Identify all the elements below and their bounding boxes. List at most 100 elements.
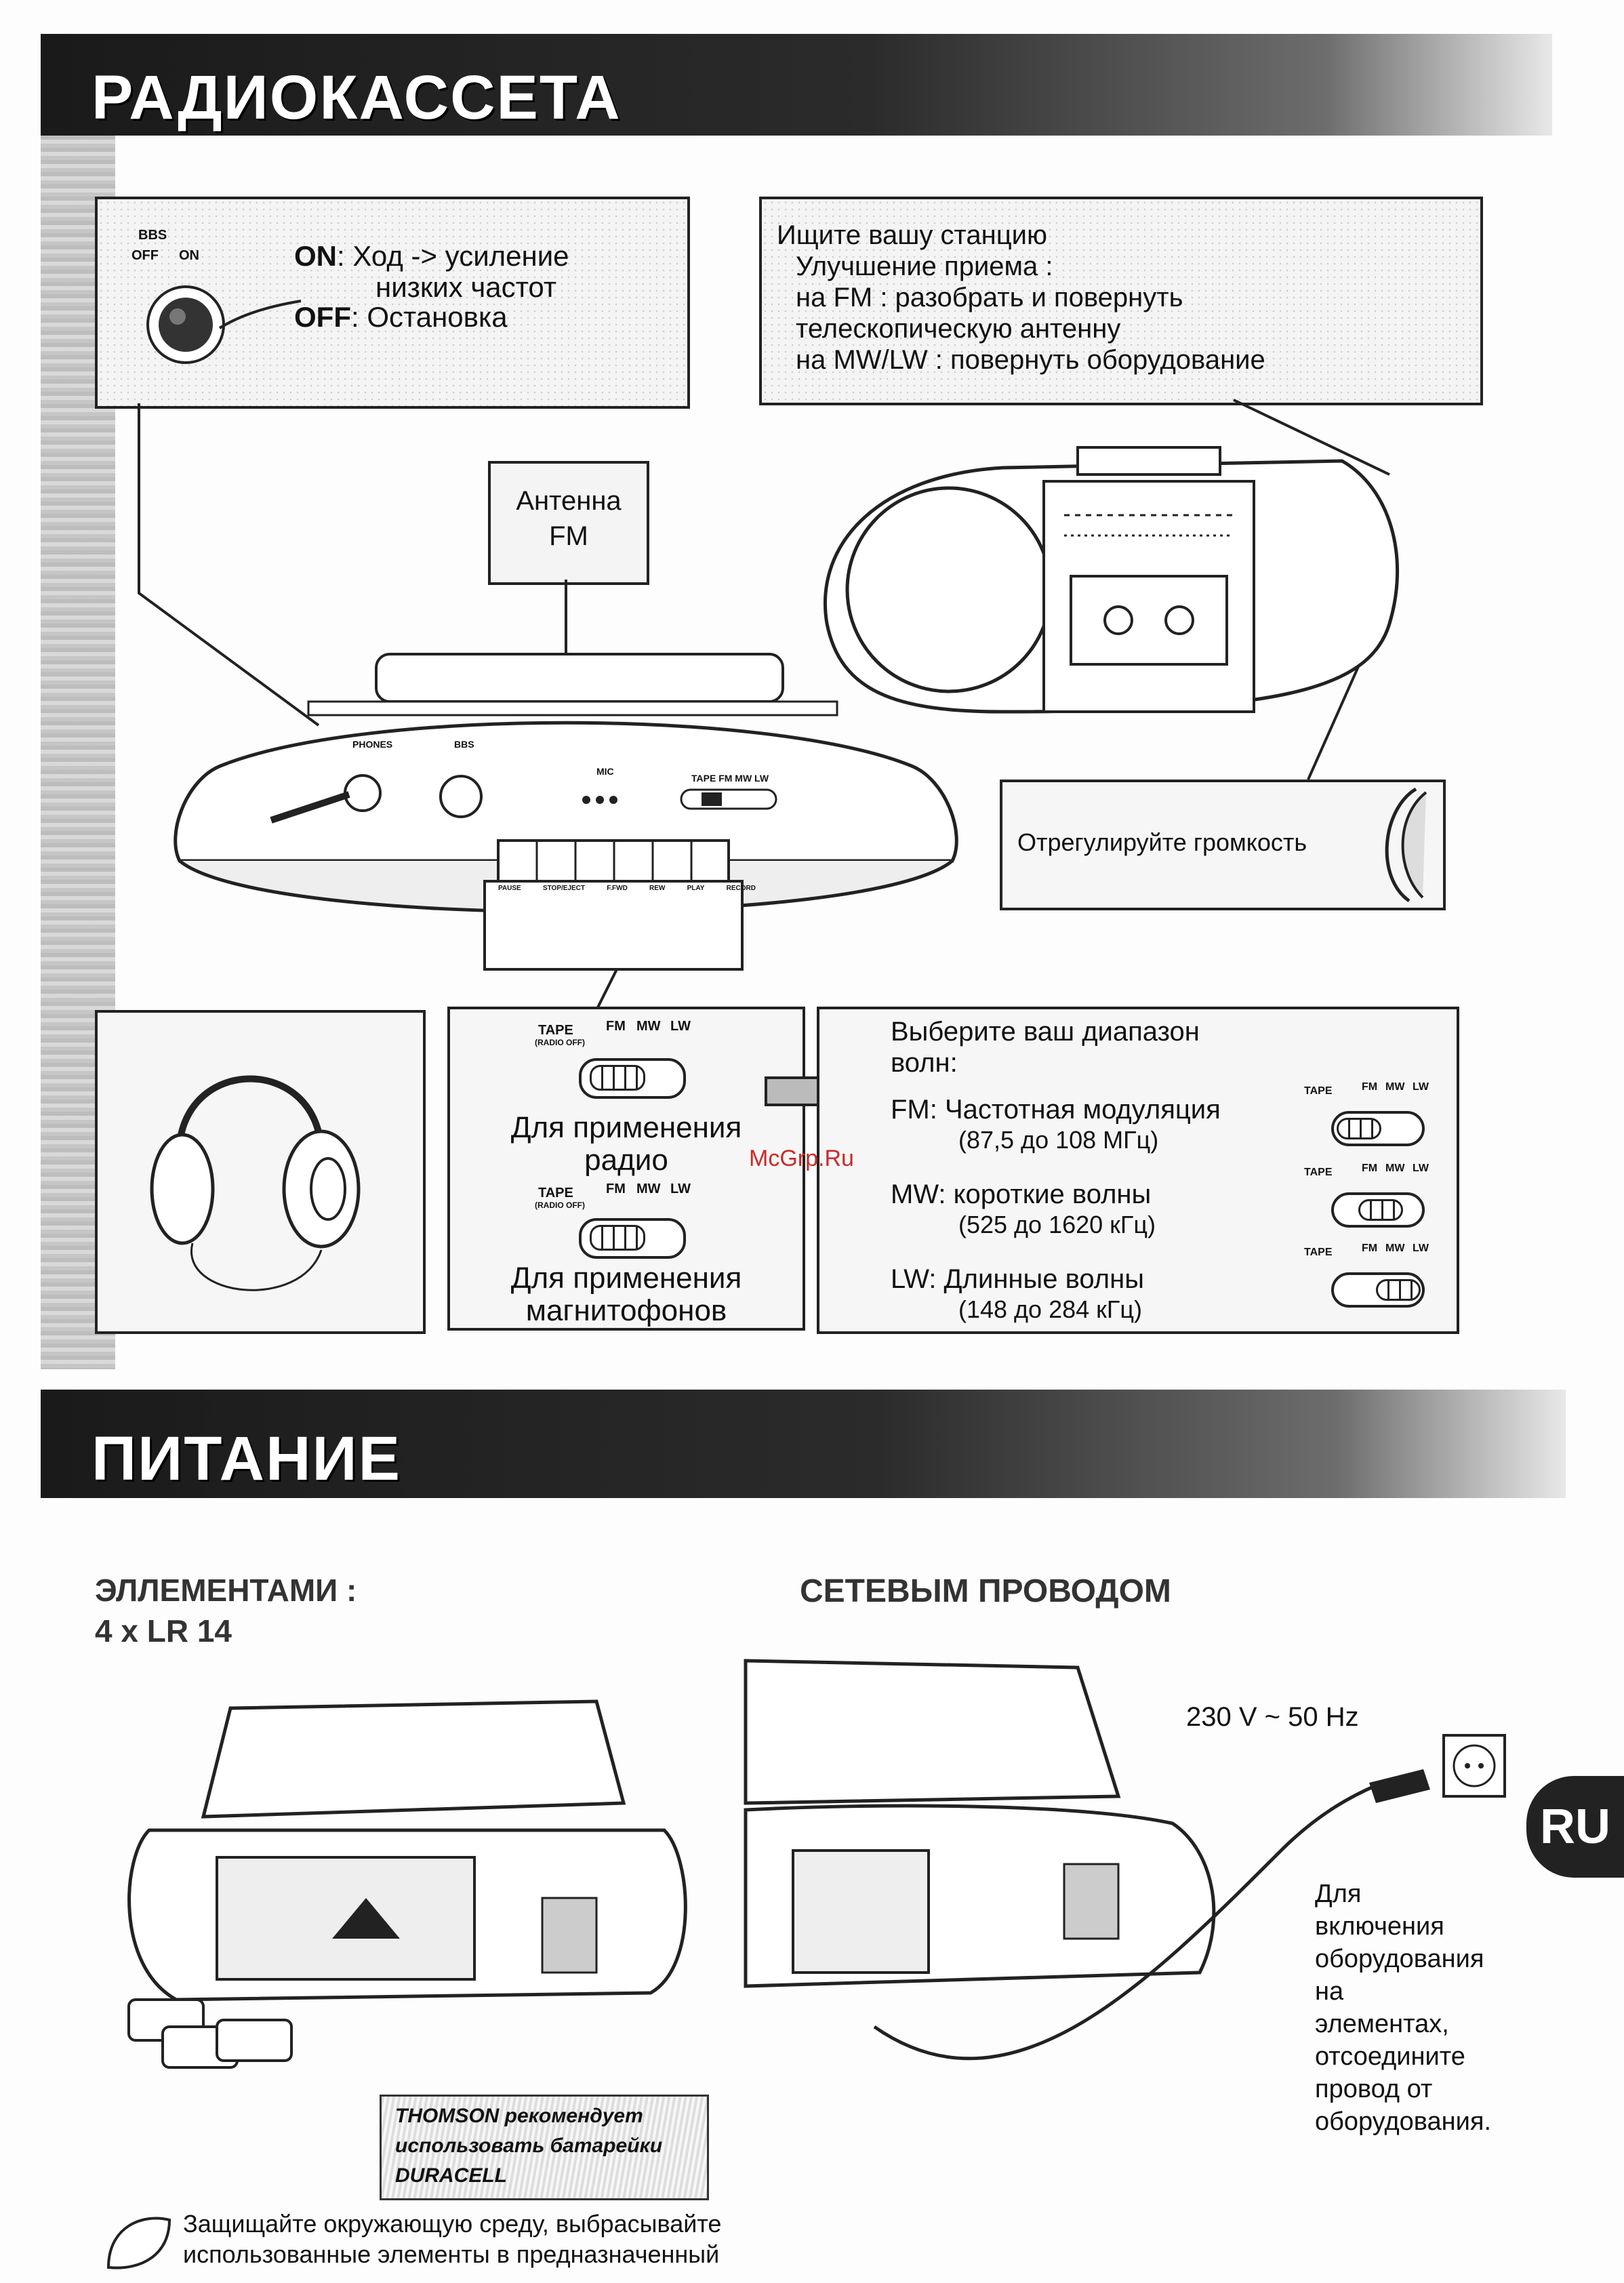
lw-switch-lw-label: LW [1413,1242,1429,1254]
antenna-label-box: Антенна FM [488,461,649,585]
front-mic-label: MIC [596,766,614,777]
mains-illustration [744,1659,1506,2061]
bbs-knob-icon [146,285,302,364]
band-fm-key: FM [891,1095,930,1125]
mw-switch-tape-label: TAPE [1304,1167,1333,1178]
band-lw-key: LW [891,1264,929,1294]
mode-switch-radiooff-2: (RADIO OFF) [535,1200,585,1210]
volume-dial-icon [1385,787,1427,903]
band-intro-1: Выберите ваш диапазон [891,1017,1200,1047]
fm-switch-mw-label: MW [1385,1081,1405,1093]
duracell-line-1: THOMSON рекомендует [395,2105,643,2127]
mains-note-line: включения [1315,1912,1444,1941]
mode-switch-mw-2: MW [636,1181,661,1196]
power-section-title: ПИТАНИЕ [92,1424,402,1493]
tuning-line-4: телескопическую антенну [796,314,1121,344]
fm-switch-fm-label: FM [1362,1081,1378,1093]
volume-note-box: Отрегулируйте громкость [1000,780,1446,910]
band-intro-2: волн: [891,1048,958,1078]
mw-switch-mw-label: MW [1385,1163,1405,1174]
power-section-banner [41,1390,1566,1498]
tape-mode-switch [579,1218,686,1259]
mode-switch-fm-2: FM [606,1181,626,1196]
headphones-box [95,1010,426,1334]
mw-switch-fm-label: FM [1362,1163,1378,1174]
bbs-switch-on: ON [179,248,199,263]
radio-mode-switch [579,1058,686,1099]
mains-note-line: элементах, [1315,2010,1449,2038]
bbs-switch-off: OFF [131,248,159,263]
tape-use-1: Для применения [510,1261,742,1295]
front-band-label: TAPE FM MW LW [691,773,769,784]
language-badge: RU [1526,1776,1624,1878]
tuning-line-2: Улучшение приема : [796,251,1053,281]
band-mw-text: : короткие волны [938,1179,1152,1209]
headphones-icon [150,1075,361,1291]
radio-use-2: радио [584,1144,668,1177]
bbs-info-box: BBS OFF ON ON: Ход -> усиление низких ча… [95,197,690,409]
mains-note-line: на [1315,1977,1344,2006]
mains-title: СЕТЕВЫМ ПРОВОДОМ [800,1573,1171,1609]
lw-switch-mw-label: MW [1385,1242,1405,1254]
button-label-ffwd: F.FWD [607,885,628,892]
mains-note-line: оборудования. [1315,2107,1492,2136]
batteries-title: ЭЛЛЕМЕНТАМИ : [95,1573,357,1608]
bbs-off-text: : Остановка [350,301,508,333]
mw-switch-lw-label: LW [1413,1163,1429,1174]
radio-section-title: РАДИОКАССЕТА [92,63,622,132]
bbs-on-text: : Ход -> усиление [337,240,569,272]
antenna-label-2: FM [549,521,588,551]
front-phones-label: PHONES [352,739,393,750]
band-mw-key: MW [891,1179,939,1209]
bbs-on-text-2: низких частот [375,271,557,303]
band-lw-range: (148 до 284 кГц) [958,1295,1143,1323]
mode-switch-fm-1: FM [606,1019,626,1034]
mains-note-line: Для [1315,1880,1362,1908]
duracell-line-2: использовать батарейки [395,2135,663,2157]
mode-switch-tape-2: TAPE [538,1186,573,1200]
fm-switch-tape-label: TAPE [1304,1085,1333,1097]
band-lw-text: : Длинные волны [929,1264,1144,1294]
boombox-side-illustration [823,446,1400,714]
button-label-play: PLAY [687,885,705,892]
mains-note-line: оборудования [1315,1945,1484,1973]
band-fm-range: (87,5 до 108 МГц) [958,1126,1159,1154]
mode-switch-box: TAPE (RADIO OFF) FM MW LW Для применения… [447,1007,805,1331]
tuning-line-3: на FM : разобрать и повернуть [796,283,1183,312]
band-fm-text: : Частотная модуляция [929,1095,1221,1125]
radio-section-banner [41,34,1552,136]
mode-switch-lw-1: LW [670,1019,691,1034]
duracell-line-3: DURACELL [395,2164,507,2187]
button-label-pause: PAUSE [498,885,521,892]
mode-switch-lw-2: LW [670,1181,691,1196]
fm-switch [1331,1111,1425,1146]
lw-switch-fm-label: FM [1362,1242,1378,1254]
boombox-front-illustration [174,653,958,971]
lw-switch-tape-label: TAPE [1304,1247,1333,1258]
batteries-type: 4 x LR 14 [95,1613,232,1649]
mains-note: Для включения оборудования на элементах,… [1315,1878,1491,2138]
antenna-label-1: Антенна [516,486,622,516]
eco-line-2: использованные элементы в предназначенны… [183,2240,720,2268]
tape-use-2: магнитофонов [525,1294,727,1327]
mains-note-line: отсоедините [1315,2042,1465,2071]
band-mw-range: (525 до 1620 кГц) [958,1211,1156,1238]
mode-switch-radiooff-1: (RADIO OFF) [535,1038,585,1047]
bbs-off-key: OFF [294,301,351,333]
battery-compartment-illustration [127,1699,687,2069]
eco-line-1: Защищайте окружающую среду, выбрасывайте [183,2210,722,2238]
bbs-switch-title: BBS [138,228,167,243]
button-label-record: RECORD [726,885,756,892]
radio-use-1: Для применения [510,1111,742,1144]
duracell-note: THOMSON рекомендует использовать батарей… [380,2095,709,2200]
button-label-stop: STOP/EJECT [542,885,586,892]
mode-switch-tape-1: TAPE [538,1023,573,1038]
tuning-line-5: на MW/LW : повернуть оборудование [796,345,1265,375]
mw-switch [1331,1192,1425,1228]
mode-switch-mw-1: MW [636,1019,661,1034]
mains-note-line: провод от [1315,2075,1433,2103]
tuning-info-box: Ищите вашу станцию Улучшение приема : на… [759,197,1483,405]
tuning-line-1: Ищите вашу станцию [777,220,1047,250]
lw-switch [1331,1272,1425,1308]
fm-switch-lw-label: LW [1413,1081,1429,1093]
